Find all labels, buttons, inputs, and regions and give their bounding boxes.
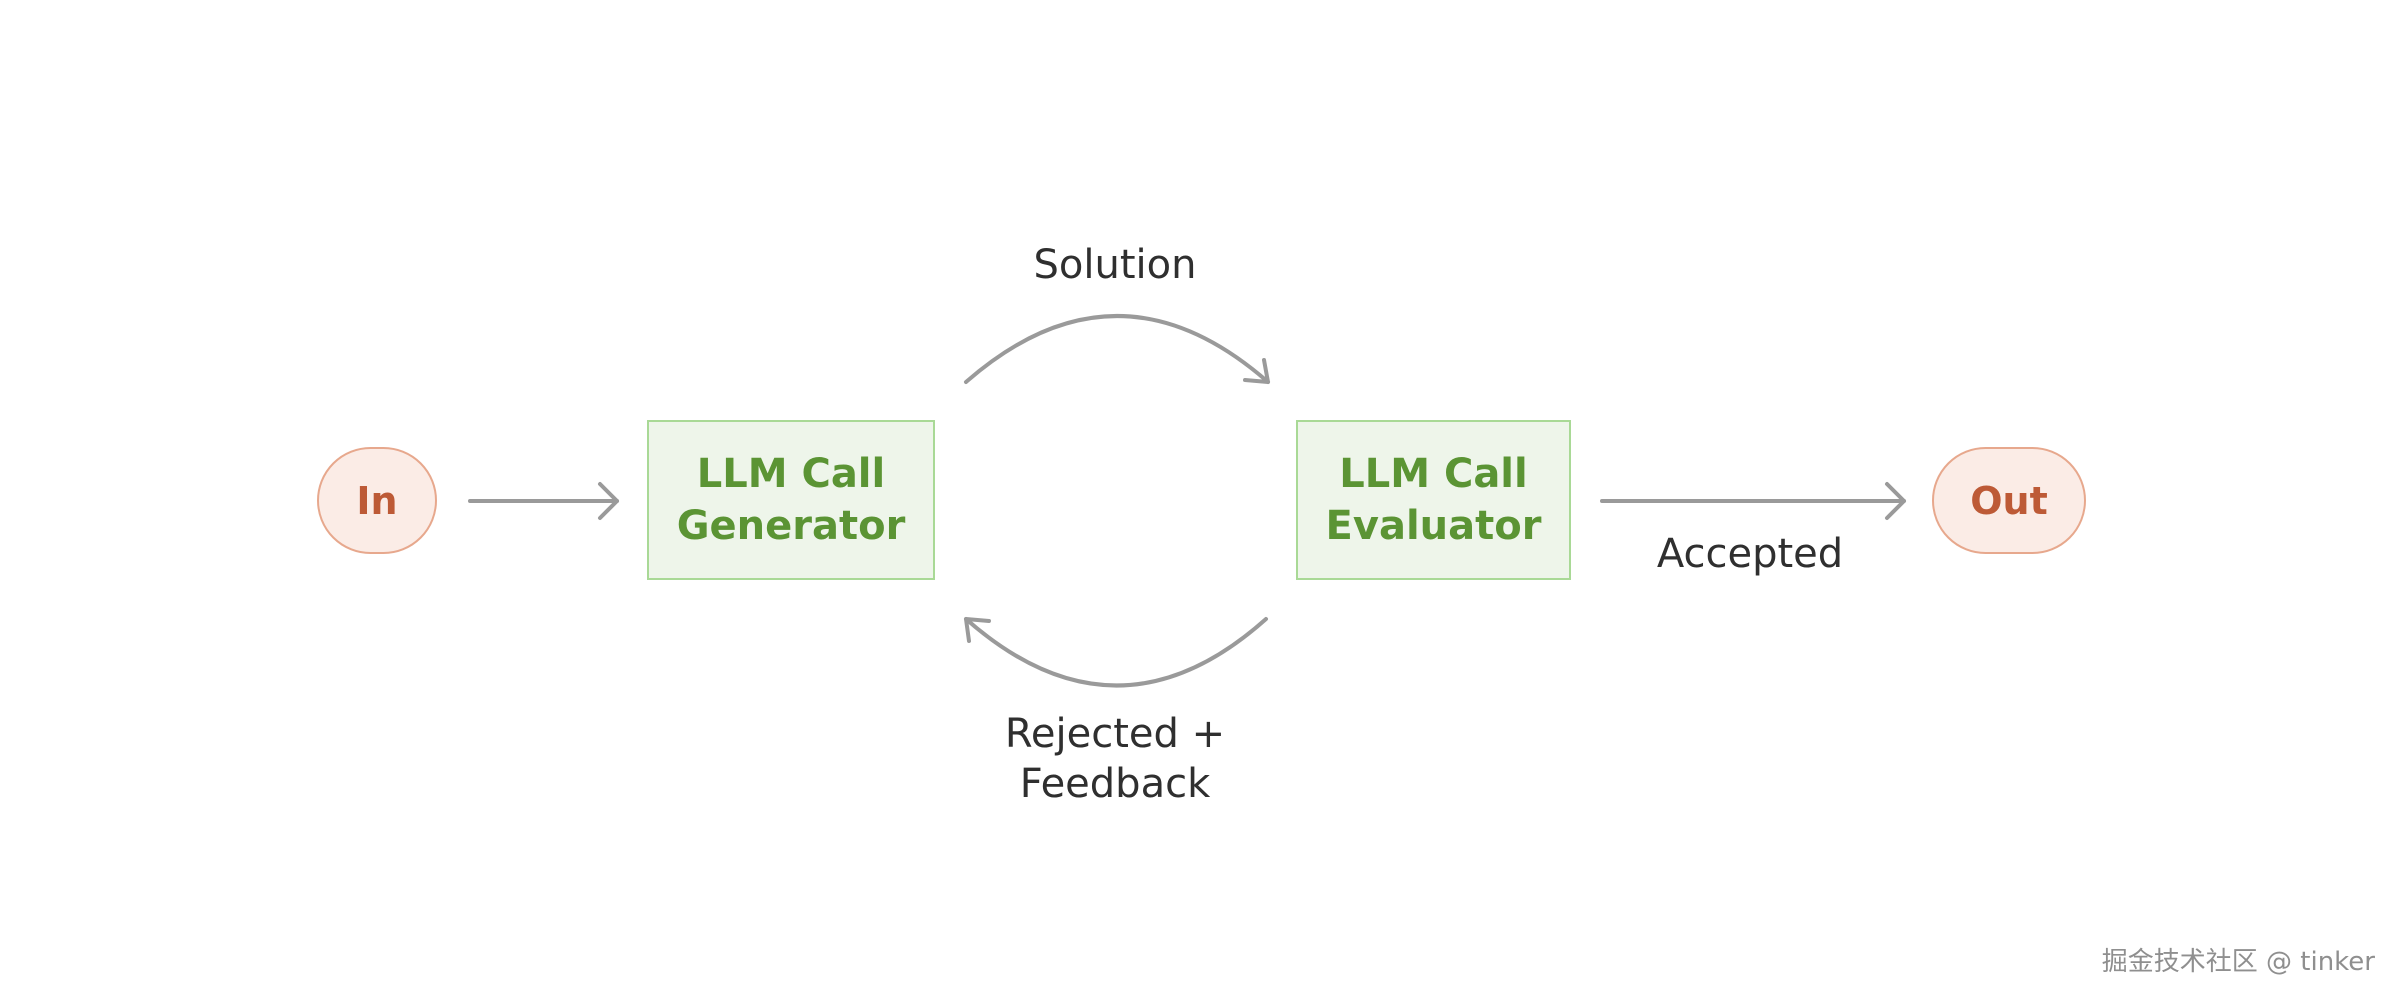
rejected-feedback-label: Rejected + Feedback (980, 709, 1250, 809)
generator-role: Generator (676, 503, 906, 549)
out-node: Out (1932, 447, 2086, 554)
arrow-solution (964, 314, 1270, 384)
arrow-accepted (1600, 482, 1906, 520)
watermark: 掘金技术社区 @ tinker (2101, 947, 2375, 977)
in-label: In (356, 478, 398, 523)
in-node: In (317, 447, 437, 554)
rejected-label-line2: Feedback (1019, 761, 1211, 807)
rejected-label-line1: Rejected + (1004, 711, 1226, 757)
evaluator-node: LLM Call Evaluator (1296, 420, 1571, 580)
solution-label: Solution (1033, 242, 1197, 288)
generator-title: LLM Call (696, 451, 886, 497)
accepted-label: Accepted (1656, 531, 1844, 577)
out-label: Out (1970, 478, 2048, 523)
evaluator-title: LLM Call (1339, 451, 1528, 497)
arrow-rejected-feedback (964, 617, 1268, 688)
evaluator-role: Evaluator (1325, 503, 1542, 549)
generator-node: LLM Call Generator (647, 420, 935, 580)
arrow-in-to-generator (468, 482, 619, 520)
